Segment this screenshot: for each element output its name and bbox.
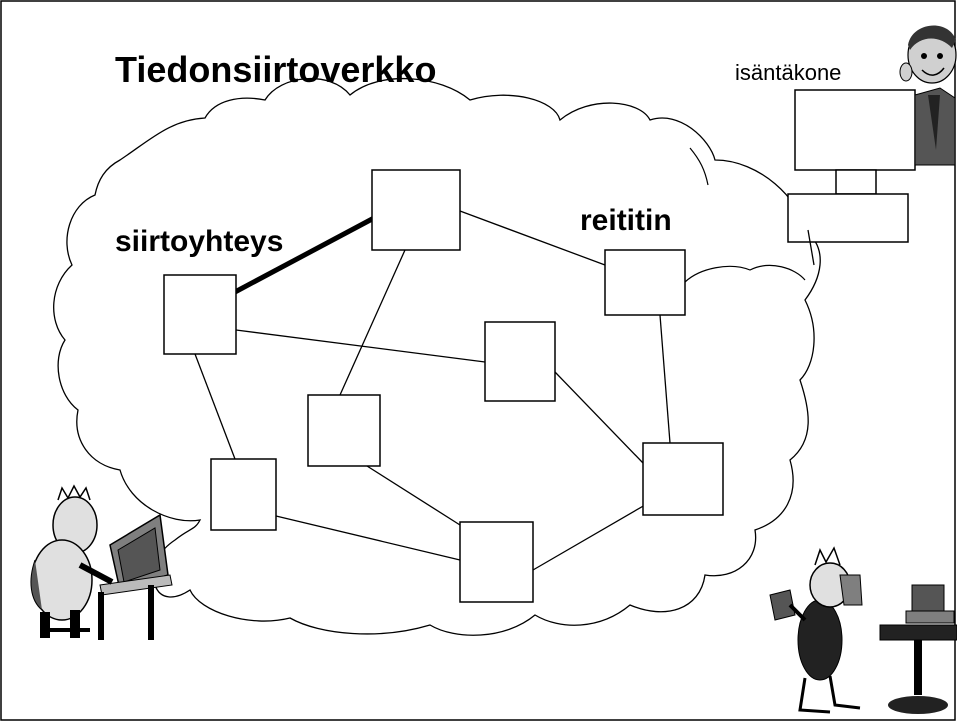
edge-n5-n8: [366, 465, 461, 526]
user-on-phone-figure: [769, 546, 957, 714]
node-n1: [163, 274, 237, 355]
edge-n8-n7: [532, 504, 646, 571]
network-cloud: [53, 77, 821, 636]
label-link: siirtoyhteys: [115, 225, 283, 258]
cloud-detail: [689, 147, 709, 186]
node-n6: [210, 458, 277, 531]
edge-n3-n7: [659, 314, 671, 444]
user-at-computer-figure: [30, 484, 173, 640]
diagram-title: Tiedonsiirtoverkko: [115, 49, 436, 90]
node-n8: [459, 521, 534, 603]
node-n3: [604, 249, 686, 316]
edge-n1-n2: [233, 215, 376, 295]
host-computer: [787, 89, 916, 266]
edge-n1-n4: [235, 329, 486, 363]
node-n2: [371, 169, 461, 251]
node-n4: [484, 321, 556, 402]
node-n5: [307, 394, 381, 467]
edges: [194, 210, 671, 571]
edge-n4-n7: [554, 371, 644, 464]
host-stand: [835, 169, 877, 195]
host-base: [787, 193, 909, 243]
edge-n6-n8: [275, 515, 461, 561]
label-router: reititin: [580, 204, 672, 237]
label-host: isäntäkone: [735, 60, 841, 85]
edge-n2-n5: [339, 249, 406, 396]
cloud-detail: [684, 264, 806, 283]
edge-n2-n3: [459, 210, 606, 266]
edge-n1-n6: [194, 353, 236, 460]
node-n7: [642, 442, 724, 516]
host-connection: [807, 229, 815, 266]
host-operator-figure: [899, 25, 957, 166]
host-monitor: [794, 89, 916, 171]
nodes: [163, 169, 724, 603]
